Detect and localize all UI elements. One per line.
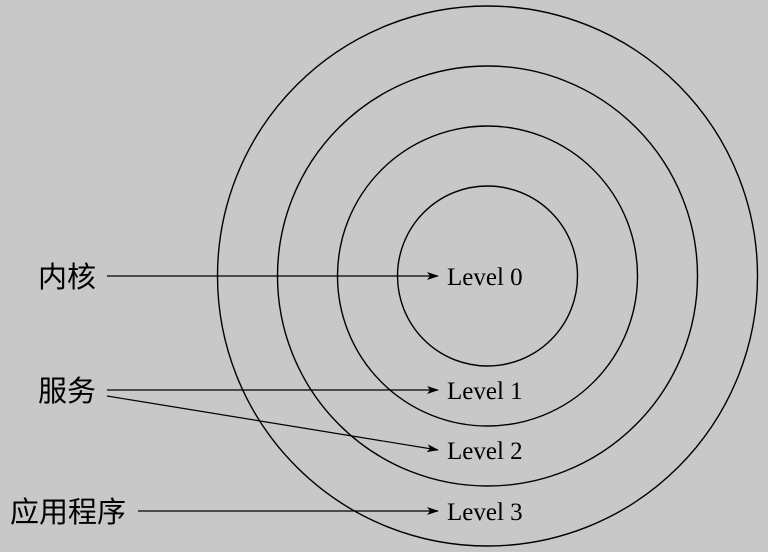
layer-label-applications: 应用程序 bbox=[10, 496, 126, 529]
level-label-2: Level 2 bbox=[447, 438, 523, 465]
arrow-services-to-level-2 bbox=[106, 395, 439, 453]
layer-label-kernel: 内核 bbox=[38, 261, 96, 294]
layer-label-services: 服务 bbox=[38, 375, 96, 408]
level-label-3: Level 3 bbox=[447, 499, 523, 526]
level-label-0: Level 0 bbox=[447, 264, 523, 291]
level-label-1: Level 1 bbox=[447, 378, 523, 405]
